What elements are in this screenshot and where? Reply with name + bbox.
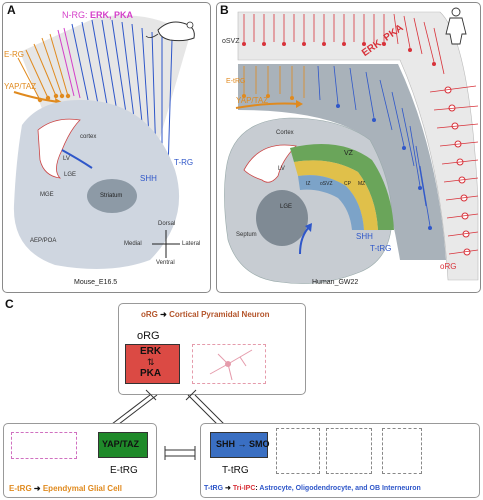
arrow-icon: ➜ <box>33 484 43 493</box>
ttrg-label-c: T-tRG <box>222 465 249 476</box>
nrg-signals: ERK, PKA <box>90 10 134 20</box>
shh-label-b: SHH <box>356 232 373 241</box>
org-label-b: oRG <box>440 262 457 271</box>
org-lineage-to: Cortical Pyramidal Neuron <box>169 310 270 319</box>
pka-text-c: PKA <box>140 368 162 379</box>
ttrg-lineage-from: T-tRG <box>204 485 224 492</box>
lge-label-a: LGE <box>64 172 77 178</box>
ventral-label: Ventral <box>156 260 175 266</box>
lge-label-b: LGE <box>280 204 293 210</box>
cortex-label-b: Cortex <box>276 130 294 136</box>
erg-label: E-RG <box>4 50 24 59</box>
trg-label-a: T-RG <box>174 158 194 167</box>
org-label-c: oRG <box>137 330 160 342</box>
aep-poa-label: AEP/POA <box>30 238 57 244</box>
panel-a-caption: Mouse_E16.5 <box>74 279 118 286</box>
smo-text-c: SMO <box>249 439 270 449</box>
septum-label-b: Septum <box>236 232 257 238</box>
lv-label-b: LV <box>278 166 285 172</box>
yap-taz-box <box>98 432 148 458</box>
ttrg-label-b: T-tRG <box>370 244 392 253</box>
ependymal-cells-image <box>11 432 77 459</box>
iz-label-b: IZ <box>306 181 311 187</box>
striatum-label-a: Striatum <box>100 193 123 199</box>
nrg-label: N-RG: ERK, PKA <box>62 10 133 20</box>
ttrg-lineage-title: T-tRG ➜ Tri-IPC: Astrocyte, Oligodendroc… <box>204 485 421 492</box>
panel-c-label: C <box>5 297 14 311</box>
mge-label-a: MGE <box>40 192 54 198</box>
erk-pka-box <box>125 344 180 384</box>
etrg-lineage-to: Ependymal Glial Cell <box>42 484 122 493</box>
shh-smo-text: SHH → SMO <box>216 439 270 449</box>
etrg-lineage-title: E-tRG ➜ Ependymal Glial Cell <box>9 484 122 493</box>
etrg-label-b: E-tRG <box>226 78 246 85</box>
lv-label-a: LV <box>63 156 70 162</box>
arrow-icon: ➜ <box>225 485 233 492</box>
org-lineage-from: oRG <box>141 310 158 319</box>
cp-label-b: CP <box>344 181 351 187</box>
shh-text-c: SHH <box>216 439 236 449</box>
panel-b-caption: Human_GW22 <box>312 279 359 286</box>
panel-b-label: B <box>220 3 229 17</box>
vz-label-b: VZ <box>344 150 353 157</box>
yap-taz-text-c: YAP/TAZ <box>102 439 140 449</box>
bidirectional-arrow-icon: ⇅ <box>147 357 155 367</box>
yap-taz-label-b: YAP/TAZ <box>236 96 269 105</box>
arrow-icon: → <box>237 439 247 449</box>
shh-label-a: SHH <box>140 174 157 183</box>
medial-label: Medial <box>124 241 142 247</box>
ttrg-lineage-to: Astrocyte, Oligodendrocyte, and OB Inter… <box>259 485 421 492</box>
etrg-lineage-from: E-tRG <box>9 484 32 493</box>
lateral-label: Lateral <box>182 241 201 247</box>
cortex-label-a: cortex <box>80 134 97 140</box>
osvz-zone-label: oSVZ <box>320 181 333 187</box>
yap-taz-label-a: YAP/TAZ <box>4 82 37 91</box>
org-lineage-title: oRG ➜ Cortical Pyramidal Neuron <box>141 310 270 319</box>
etrg-label-c: E-tRG <box>110 465 138 476</box>
astrocyte-image <box>276 428 320 474</box>
osvz-label-b: oSVZ <box>222 38 240 45</box>
dorsal-label: Dorsal <box>158 221 176 227</box>
mz-label-b: MZ <box>358 181 366 187</box>
ob-interneuron-image <box>382 428 422 474</box>
arrow-icon: ➜ <box>160 310 170 319</box>
shh-smo-box <box>210 432 268 458</box>
tri-ipc-label: Tri-IPC <box>232 485 256 492</box>
erk-text-c: ERK <box>140 346 162 357</box>
pyramidal-neuron-image <box>192 344 266 384</box>
oligodendrocyte-image <box>326 428 372 474</box>
nrg-prefix: N-RG: <box>62 10 88 20</box>
panel-a-label: A <box>7 3 16 17</box>
